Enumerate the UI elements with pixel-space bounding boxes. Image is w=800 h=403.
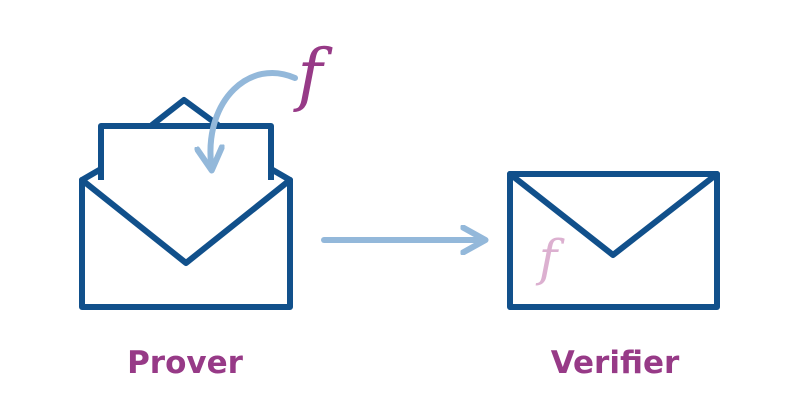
- verifier-label: Verifier: [550, 345, 680, 381]
- curved-arrow-icon: [210, 70, 298, 163]
- open-envelope-icon: [79, 97, 293, 310]
- function-symbol: f: [292, 36, 333, 115]
- sealed-envelope-icon: [507, 171, 720, 310]
- prover-label: Prover: [127, 345, 243, 381]
